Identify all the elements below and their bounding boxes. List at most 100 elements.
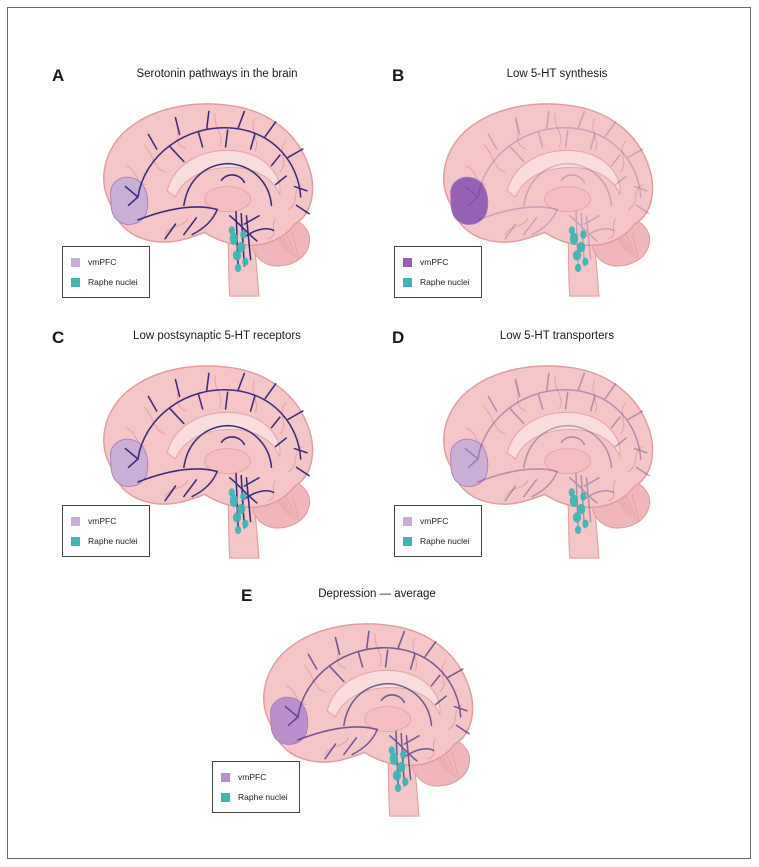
vmpfc-region [270, 696, 309, 745]
raphe-nucleus [392, 770, 402, 781]
figure-frame [7, 7, 751, 859]
legend-box: vmPFC Raphe nuclei [62, 505, 150, 557]
legend-label: vmPFC [420, 257, 449, 267]
panel-title: Low 5-HT synthesis [506, 68, 608, 80]
raphe-swatch [403, 536, 412, 546]
vmpfc-region [110, 438, 149, 487]
legend-item-raphe: Raphe nuclei [71, 276, 138, 288]
legend-label: vmPFC [238, 772, 267, 782]
legend-item-vmpfc: vmPFC [403, 515, 448, 527]
panel-letter: E [241, 586, 253, 605]
legend-item-vmpfc: vmPFC [71, 256, 116, 268]
legend-box: vmPFC Raphe nuclei [212, 761, 300, 813]
brain-illustration [443, 365, 654, 559]
brain-illustration [103, 103, 314, 297]
panel-letter: C [52, 328, 65, 347]
raphe-nucleus [240, 492, 247, 501]
cerebrum [103, 365, 314, 509]
cerebrum [443, 365, 654, 509]
raphe-nucleus [580, 492, 587, 501]
serotonin-fibers [284, 630, 470, 787]
raphe-nucleus [232, 250, 242, 261]
panel-letter: B [392, 66, 405, 85]
raphe-nucleus [568, 488, 575, 497]
vmpfc-region [450, 176, 489, 225]
panel-e: E Depression — average vmPFC Raphe nucle… [212, 586, 542, 826]
raphe-nucleus [240, 230, 247, 239]
vmpfc-region [450, 438, 489, 487]
panel-title: Low postsynaptic 5-HT receptors [133, 330, 301, 342]
corpus-callosum [166, 411, 281, 460]
raphe-nucleus [242, 519, 249, 528]
raphe-swatch [71, 277, 80, 287]
panel-letter: A [52, 66, 65, 85]
legend-label: vmPFC [88, 257, 117, 267]
legend-box: vmPFC Raphe nuclei [62, 246, 150, 298]
legend-item-vmpfc: vmPFC [403, 256, 448, 268]
legend-box: vmPFC Raphe nuclei [394, 505, 482, 557]
raphe-nucleus [234, 525, 242, 535]
raphe-nucleus [582, 519, 589, 528]
raphe-nucleus [569, 494, 579, 507]
panel-c: C Low postsynaptic 5-HT receptors vmPFC … [52, 328, 382, 568]
brain-illustration [443, 103, 654, 297]
vmpfc-swatch [403, 257, 412, 267]
raphe-nucleus [397, 761, 406, 773]
vmpfc-swatch [71, 257, 80, 267]
thalamus [204, 448, 252, 475]
raphe-nucleus [229, 494, 239, 507]
serotonin-fibers [464, 110, 650, 267]
raphe-nucleus [237, 503, 246, 515]
vmpfc-swatch [221, 772, 230, 782]
raphe-nucleus [402, 777, 409, 786]
raphe-swatch [221, 792, 230, 802]
raphe-nucleus [572, 512, 582, 523]
legend-label: Raphe nuclei [88, 277, 138, 287]
raphe-nucleus [229, 232, 239, 245]
raphe-nucleus [232, 512, 242, 523]
legend-item-vmpfc: vmPFC [221, 771, 266, 783]
raphe-nucleus [388, 746, 395, 755]
vmpfc-swatch [71, 516, 80, 526]
raphe-nucleus [400, 750, 407, 759]
legend-label: vmPFC [88, 516, 117, 526]
vmpfc-region [110, 176, 149, 225]
cerebrum [103, 103, 314, 247]
raphe-nucleus [577, 503, 586, 515]
raphe-nucleus [394, 783, 402, 793]
panel-b: B Low 5-HT synthesis vmPFC Raphe nuclei [392, 66, 722, 306]
raphe-nucleus [242, 257, 249, 266]
thalamus [544, 186, 592, 213]
legend-label: Raphe nuclei [420, 277, 470, 287]
serotonin-fibers [464, 372, 650, 529]
vmpfc-swatch [403, 516, 412, 526]
panel-title: Serotonin pathways in the brain [136, 68, 298, 80]
panel-title: Low 5-HT transporters [499, 330, 615, 342]
serotonin-fibers [124, 372, 310, 529]
raphe-nucleus [580, 230, 587, 239]
brain-illustration [263, 623, 474, 817]
raphe-nucleus [237, 241, 246, 253]
raphe-nucleus [228, 488, 235, 497]
legend-item-raphe: Raphe nuclei [403, 535, 470, 547]
legend-label: Raphe nuclei [420, 536, 470, 546]
raphe-nucleus [568, 226, 575, 235]
panel-d: D Low 5-HT transporters vmPFC Raphe nucl… [392, 328, 722, 568]
raphe-nucleus [574, 525, 582, 535]
corpus-callosum [166, 149, 281, 198]
legend-label: Raphe nuclei [88, 536, 138, 546]
legend-label: vmPFC [420, 516, 449, 526]
legend-item-vmpfc: vmPFC [71, 515, 116, 527]
legend-item-raphe: Raphe nuclei [71, 535, 138, 547]
panel-title: Depression — average [318, 588, 436, 600]
legend-item-raphe: Raphe nuclei [221, 791, 288, 803]
brain-illustration [103, 365, 314, 559]
raphe-nucleus [228, 226, 235, 235]
raphe-nucleus [389, 752, 399, 765]
corpus-callosum [326, 669, 441, 718]
panel-a: A Serotonin pathways in the brain vmPFC … [52, 66, 382, 306]
corpus-callosum [506, 411, 621, 460]
cerebrum [443, 103, 654, 247]
raphe-nucleus [572, 250, 582, 261]
cerebrum [263, 623, 474, 767]
